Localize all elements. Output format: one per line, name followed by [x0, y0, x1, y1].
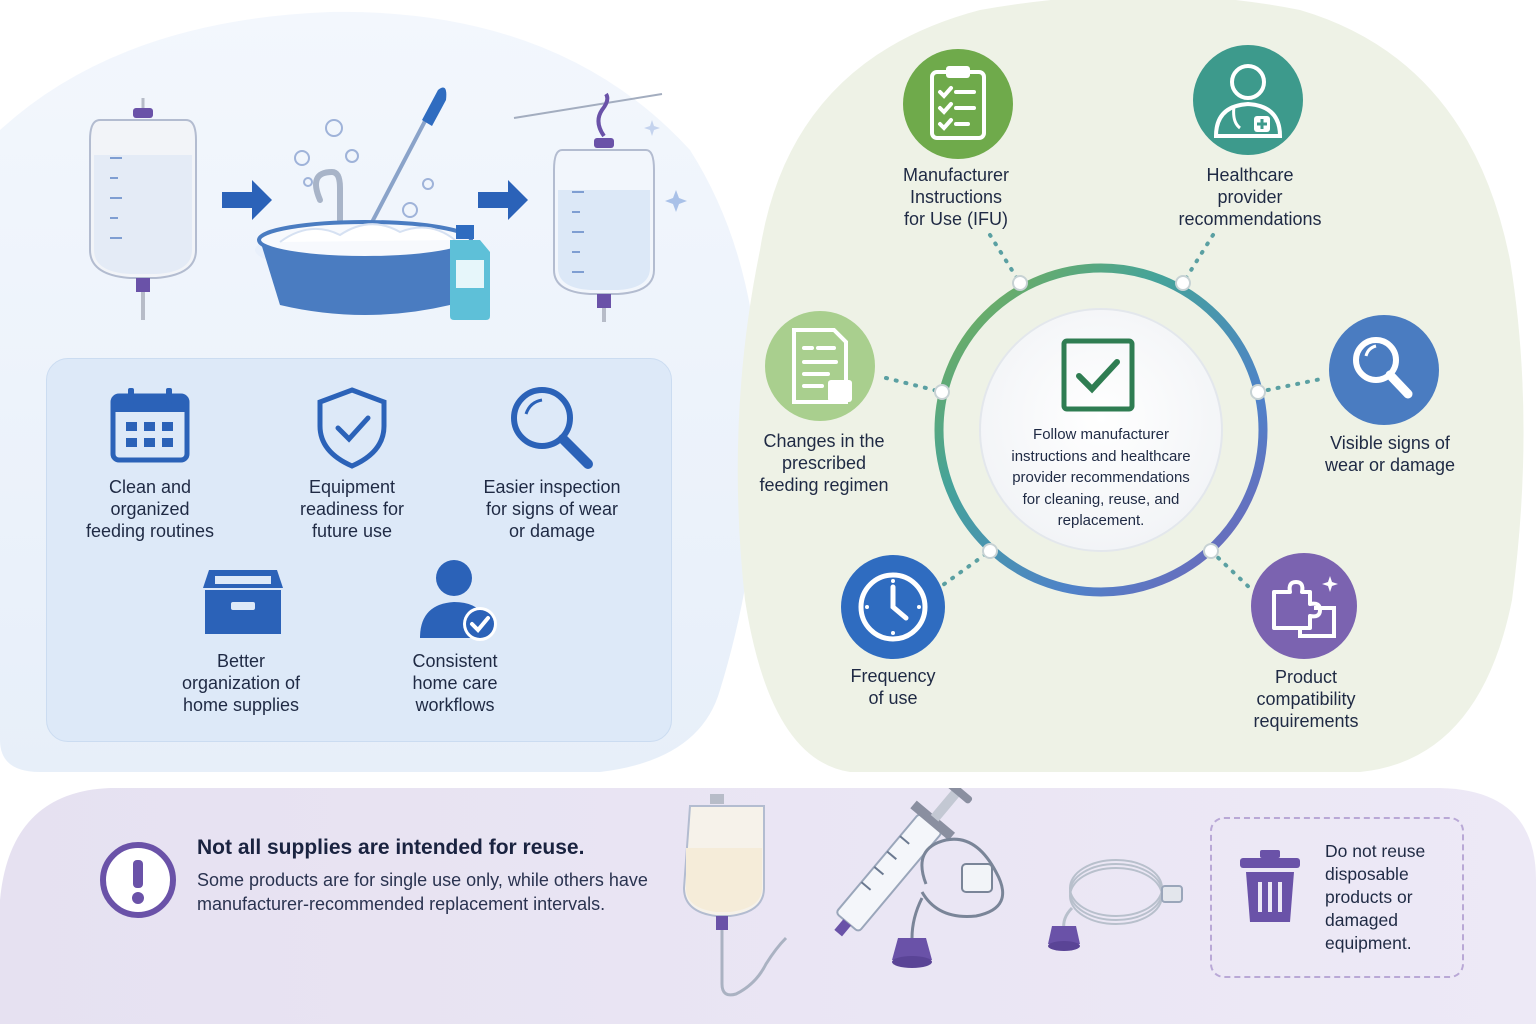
- magnifier-icon: [511, 387, 593, 469]
- storage-box-icon: [203, 570, 283, 634]
- arrow-right-icon: [478, 180, 528, 220]
- clipboard-checklist-icon: [903, 49, 1013, 159]
- exclamation-icon: [100, 842, 176, 918]
- cleaning-bottle: [450, 225, 490, 320]
- clock-icon: [841, 555, 945, 659]
- factor-ring: [934, 263, 1268, 597]
- feeding-bag-clean: [513, 92, 687, 322]
- center-disc: [979, 308, 1223, 552]
- ring-nodes: [934, 275, 1266, 559]
- trash-icon: [1240, 850, 1300, 922]
- calendar-icon: [110, 388, 190, 463]
- cleaning-process-illustration: [89, 87, 687, 322]
- person-check-icon: [420, 560, 497, 641]
- shield-check-icon: [317, 387, 387, 469]
- bottom-lavender-band: [0, 788, 1536, 1024]
- feeding-bag-dirty: [89, 98, 197, 320]
- magnifier-icon: [1329, 315, 1439, 425]
- connector-lines: [884, 233, 1328, 592]
- disposable-supplies-illustration: [682, 788, 1183, 997]
- do-not-reuse-callout: [1210, 817, 1464, 978]
- doctor-icon: [1193, 45, 1303, 155]
- warning-title: Not all supplies are intended for reuse.: [197, 836, 585, 859]
- document-edit-icon: [765, 311, 875, 421]
- arrow-right-icon: [222, 180, 272, 220]
- warning-body: Some products are for single use only, w…: [197, 870, 648, 914]
- puzzle-icon: [1251, 553, 1357, 659]
- wash-basin: [255, 87, 475, 315]
- checkbox-check-icon: [1061, 338, 1135, 412]
